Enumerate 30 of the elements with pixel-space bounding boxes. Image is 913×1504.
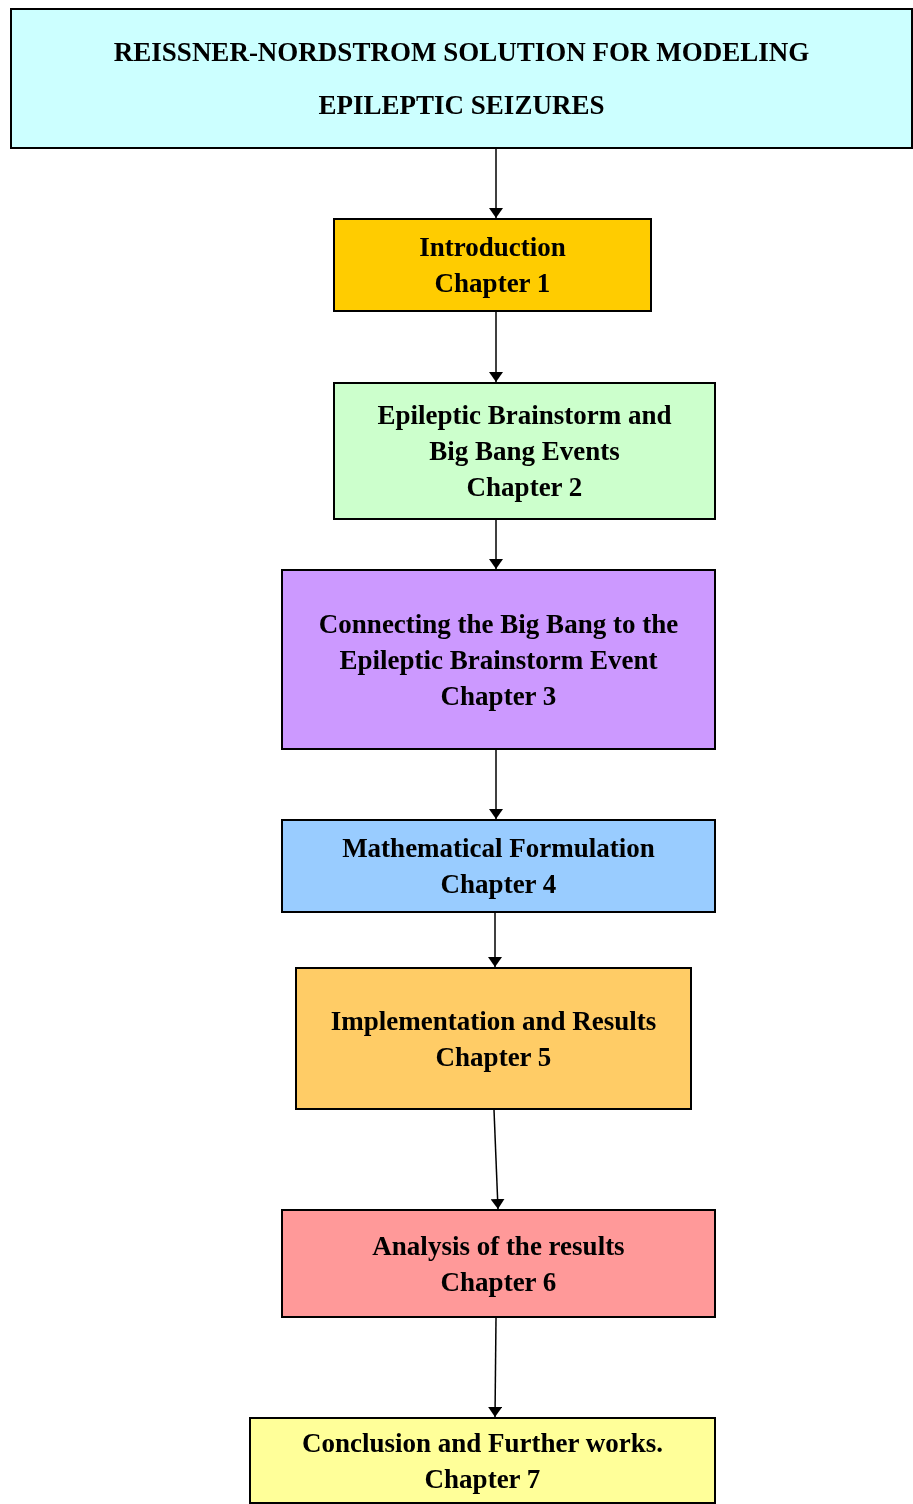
chapter-number: Chapter 7 xyxy=(423,1462,542,1496)
chapter-box xyxy=(333,218,652,312)
chapter-number: Chapter 3 xyxy=(439,679,558,713)
chapter-box xyxy=(281,819,716,913)
arrow xyxy=(489,311,503,383)
arrow xyxy=(489,749,503,820)
chapter-title: Mathematical Formulation xyxy=(341,832,656,865)
chapter-title: Implementation and Results xyxy=(329,1004,658,1038)
chapter-number: Chapter 1 xyxy=(433,267,552,300)
chapter-title: Introduction xyxy=(418,231,567,264)
chapter-box xyxy=(249,1417,716,1504)
chapter-box xyxy=(333,382,716,520)
arrow xyxy=(488,912,502,968)
chapter-number: Chapter 5 xyxy=(434,1040,553,1074)
chapter-number: Chapter 2 xyxy=(465,471,584,504)
title-text: REISSNER-NORDSTROM SOLUTION FOR MODELING EPILEPTIC SEIZURES xyxy=(112,35,811,122)
chapter-box xyxy=(295,967,692,1110)
chapter-title: Analysis of the results xyxy=(371,1229,626,1263)
chapter-title: Connecting the Big Bang to the Epileptic Brainstorm Event xyxy=(317,607,680,677)
arrow xyxy=(489,148,503,219)
chapter-box xyxy=(281,1209,716,1318)
chapter-box xyxy=(281,569,716,750)
chapter-title: Conclusion and Further works. xyxy=(300,1426,665,1460)
title-box xyxy=(10,8,913,149)
chapter-title: Epileptic Brainstorm and Big Bang Events xyxy=(376,399,673,468)
arrow xyxy=(488,1317,503,1418)
arrow xyxy=(490,1109,505,1210)
chapter-number: Chapter 4 xyxy=(439,868,558,901)
arrow xyxy=(489,519,503,570)
chapter-number: Chapter 6 xyxy=(439,1265,558,1299)
